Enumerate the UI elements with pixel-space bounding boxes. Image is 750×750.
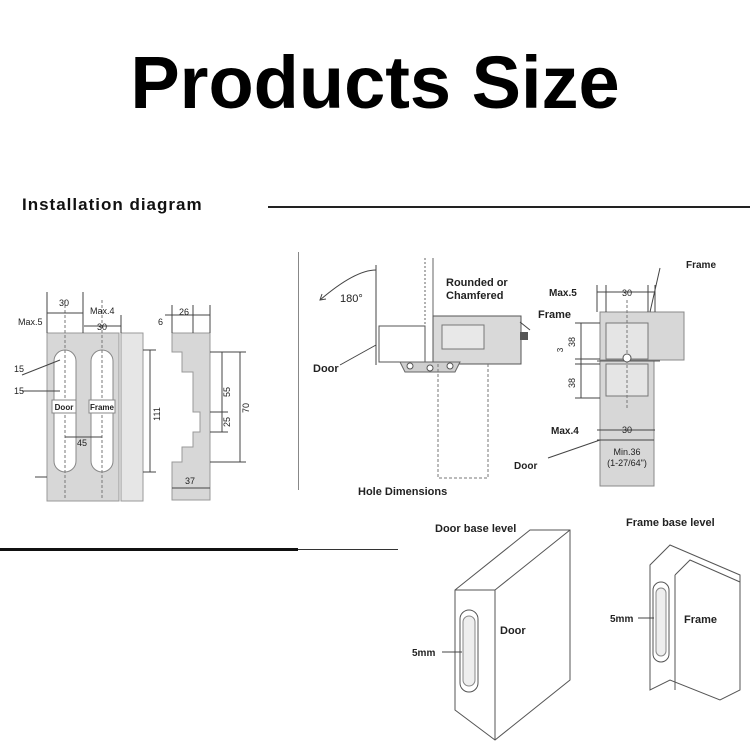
dim-45: 45 [77,438,87,448]
hinge-side-view: 6 26 55 70 25 37 [158,305,251,501]
rounded-label: Rounded or [446,277,508,289]
min36-label: Min.36 [613,447,640,457]
dim-15-a: 15 [14,364,24,374]
middle-door-label: Door [313,363,339,375]
frame-base-frame-label: Frame [684,614,717,626]
dim-26: 26 [179,307,189,317]
hinge-top-view: 180° Rounded or Chamfered Frame Door Hol… [313,258,571,498]
hinge-front-view: 30 Max.5 Max.4 30 15 15 Door Frame 45 11… [14,292,162,502]
hole-dimensions-view: Frame Max.5 30 3 38 38 Max.4 30 Door Min… [514,260,716,487]
min36-inch-label: (1-27/64") [607,458,647,468]
hole-dimensions-label: Hole Dimensions [358,486,447,498]
dim-37: 37 [185,476,195,486]
door-base-title: Door base level [435,523,516,535]
page-title: Products Size [130,41,620,124]
max4-label: Max.4 [90,306,115,316]
dim-15-b: 15 [14,386,24,396]
frame-slot-label: Frame [90,403,115,412]
door-slot-label: Door [55,403,74,412]
angle-label: 180° [340,293,363,305]
door-base-level-view: Door base level 5mm Door [412,523,571,741]
right-frame-label: Frame [686,260,716,271]
dim-55: 55 [222,387,232,397]
right-dim-30-top: 30 [622,288,632,298]
right-dim-38-b: 38 [567,378,577,388]
section-title: Installation diagram [22,195,203,214]
door-base-door-label: Door [500,625,526,637]
right-dim-30-bottom: 30 [622,425,632,435]
middle-frame-label: Frame [538,309,571,321]
right-max4-label: Max.4 [551,426,579,437]
right-dim-3: 3 [556,347,565,352]
hinge-side-plate [120,332,144,502]
frame-5mm-label: 5mm [610,614,633,625]
dim-30-b: 30 [97,322,107,332]
divider-rule-thin [298,549,398,550]
right-max5-label: Max.5 [549,288,577,299]
vertical-divider [298,252,299,490]
dim-6: 6 [158,317,163,327]
dim-25: 25 [222,417,232,427]
chamfered-label: Chamfered [446,290,503,302]
divider-rule [0,548,298,551]
dim-30-a: 30 [59,298,69,308]
section-rule [268,206,750,208]
dim-70: 70 [241,403,251,413]
dim-111: 111 [152,407,162,421]
right-dim-38-a: 38 [567,337,577,347]
right-door-label: Door [514,461,537,472]
frame-base-level-view: Frame base level 5mm Frame [610,517,741,701]
door-5mm-label: 5mm [412,648,435,659]
frame-base-title: Frame base level [626,517,715,529]
max5-label: Max.5 [18,317,43,327]
